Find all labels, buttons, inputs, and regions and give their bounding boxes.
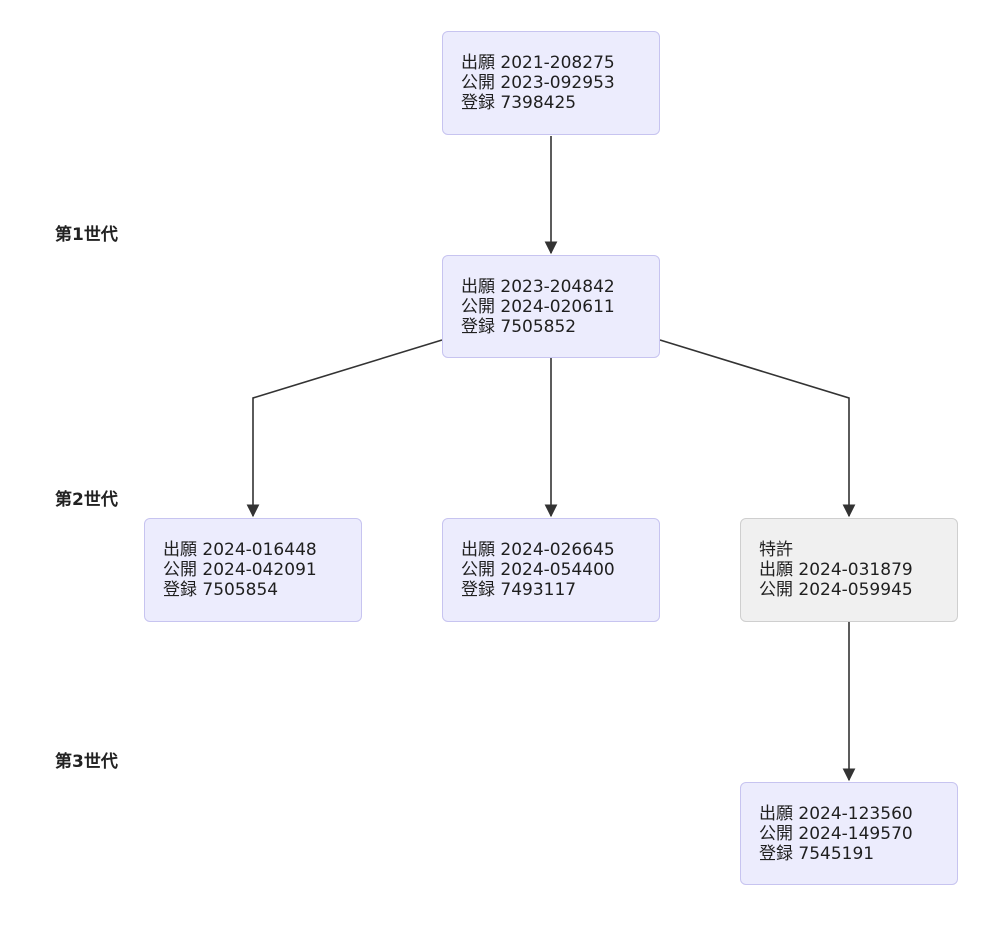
node-line: 特許 — [759, 540, 793, 560]
node-line: 出願 2024-031879 — [759, 560, 913, 580]
node-line: 登録 7545191 — [759, 843, 875, 864]
node-line: 出願 2024-123560 — [759, 803, 913, 824]
generation-label-3: 第3世代 — [55, 752, 118, 772]
generation-label-2: 第2世代 — [55, 490, 118, 510]
node-gen3[interactable]: 出願 2024-123560 公開 2024-149570 登録 7545191 — [740, 782, 958, 885]
edge-n1-n2 — [246, 339, 443, 518]
node-line: 出願 2021-208275 — [461, 53, 615, 73]
node-line: 出願 2024-016448 — [163, 540, 317, 560]
node-gen2-right[interactable]: 特許 出願 2024-031879 公開 2024-059945 — [740, 518, 958, 622]
node-gen2-left[interactable]: 出願 2024-016448 公開 2024-042091 登録 7505854 — [144, 518, 362, 622]
node-gen2-middle[interactable]: 出願 2024-026645 公開 2024-054400 登録 7493117 — [442, 518, 660, 622]
node-line: 出願 2024-026645 — [461, 540, 615, 560]
node-line: 登録 7398425 — [461, 93, 577, 113]
node-line: 公開 2024-020611 — [461, 296, 615, 317]
node-line: 公開 2024-059945 — [759, 580, 913, 600]
edge-n1-n4 — [659, 339, 856, 518]
node-line: 公開 2024-042091 — [163, 560, 317, 580]
node-line: 公開 2023-092953 — [461, 73, 615, 93]
node-gen1[interactable]: 出願 2023-204842 公開 2024-020611 登録 7505852 — [442, 255, 660, 358]
node-line: 登録 7505852 — [461, 316, 577, 337]
node-line: 公開 2024-149570 — [759, 823, 913, 844]
node-root[interactable]: 出願 2021-208275 公開 2023-092953 登録 7398425 — [442, 31, 660, 135]
node-line: 出願 2023-204842 — [461, 276, 615, 297]
node-line: 登録 7493117 — [461, 580, 577, 600]
generation-label-1: 第1世代 — [55, 225, 118, 245]
node-line: 登録 7505854 — [163, 580, 279, 600]
node-line: 公開 2024-054400 — [461, 560, 615, 580]
